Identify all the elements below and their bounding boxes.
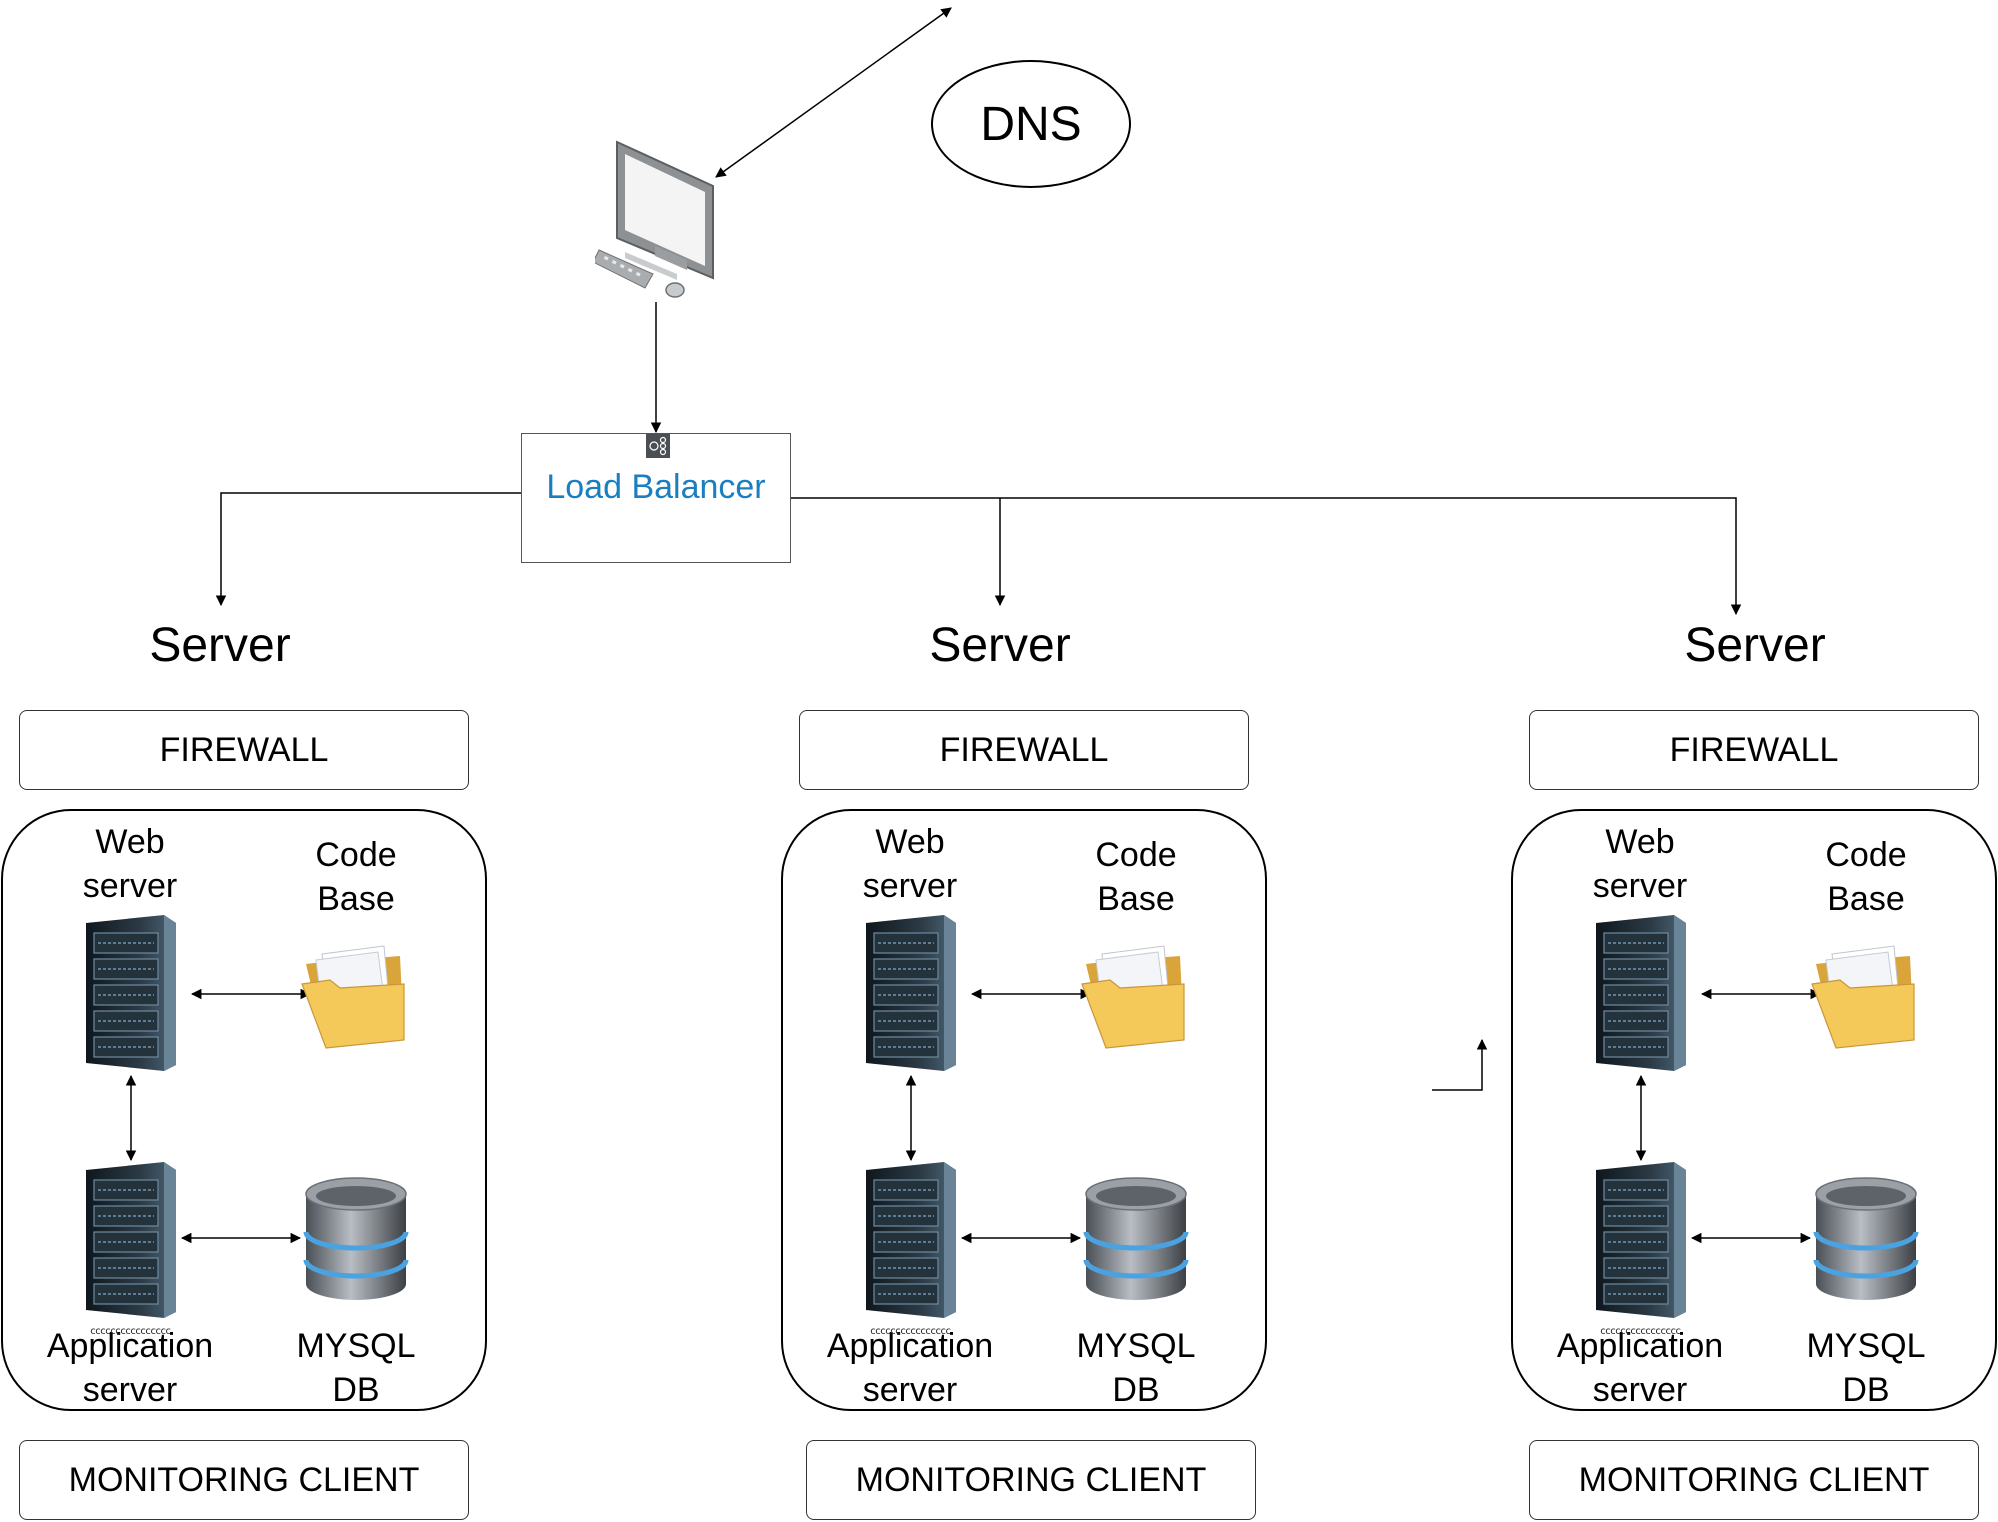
mysql-db-label-line1: MYSQL (1806, 1327, 1926, 1365)
app-server-label-line2: server (1592, 1371, 1688, 1409)
load-balancer-node[interactable]: Load Balancer (521, 433, 791, 563)
app-server-label-line1: Application (46, 1327, 214, 1365)
intra-server-connectors (125, 988, 312, 1244)
app-server-label-line2: server (82, 1371, 178, 1409)
app-server-tiny-text: cccccccccccccccc (869, 1326, 951, 1337)
web-server-label-line2: server (862, 867, 958, 905)
load-balancer-label: Load Balancer (546, 468, 766, 506)
web-server-rack-icon[interactable] (858, 913, 962, 1071)
code-base-label: Code Base (1036, 833, 1236, 921)
monitoring-client-label: MONITORING CLIENT (1578, 1460, 1930, 1499)
folder-icon[interactable] (1810, 940, 1922, 1050)
monitoring-client-box[interactable]: MONITORING CLIENT (806, 1440, 1256, 1520)
server-title: Server (1684, 619, 1826, 672)
code-base-label-line2: Base (1097, 880, 1175, 918)
mysql-db-label-line1: MYSQL (1076, 1327, 1196, 1365)
internet-connector (715, 7, 952, 178)
lb-to-server1-connector (215, 492, 521, 607)
code-base-label-line1: Code (1095, 836, 1177, 874)
firewall-label: FIREWALL (159, 730, 329, 769)
web-server-label-line1: Web (875, 823, 945, 861)
lb-to-server3-connector (791, 497, 1742, 616)
dns-node[interactable]: DNS (931, 60, 1131, 188)
code-base-label: Code Base (1766, 833, 1966, 921)
app-server-rack-icon[interactable] (858, 1160, 962, 1318)
database-icon[interactable] (1080, 1176, 1192, 1306)
firewall-box[interactable]: FIREWALL (1529, 710, 1979, 790)
web-server-label-line1: Web (95, 823, 165, 861)
dns-label: DNS (980, 97, 1082, 151)
monitoring-client-box[interactable]: MONITORING CLIENT (1529, 1440, 1979, 1520)
mysql-db-label-line2: DB (332, 1371, 380, 1409)
server-title: Server (149, 619, 291, 672)
code-base-label: Code Base (256, 833, 456, 921)
web-server-label-line1: Web (1605, 823, 1675, 861)
app-server-label: Application server (810, 1324, 1010, 1412)
web-server-label: Web server (30, 820, 230, 908)
app-server-rack-icon[interactable] (78, 1160, 182, 1318)
app-server-tiny-text: cccccccccccccccc (1599, 1326, 1681, 1337)
monitoring-client-box[interactable]: MONITORING CLIENT (19, 1440, 469, 1520)
web-server-rack-icon[interactable] (1588, 913, 1692, 1071)
firewall-label: FIREWALL (1669, 730, 1839, 769)
app-server-tiny-text: cccccccccccccccc (89, 1326, 171, 1337)
app-server-label-line2: server (862, 1371, 958, 1409)
monitoring-client-label: MONITORING CLIENT (855, 1460, 1207, 1499)
firewall-box[interactable]: FIREWALL (799, 710, 1249, 790)
intra-server-connectors (1635, 988, 1822, 1244)
database-icon[interactable] (300, 1176, 412, 1306)
monitoring-client-label: MONITORING CLIENT (68, 1460, 420, 1499)
server-group (781, 809, 1267, 1411)
app-server-label-line1: Application (826, 1327, 994, 1365)
mysql-db-label: MYSQL DB (1766, 1324, 1966, 1412)
mysql-db-label: MYSQL DB (256, 1324, 456, 1412)
mysql-db-label-line1: MYSQL (296, 1327, 416, 1365)
web-server-label-line2: server (82, 867, 178, 905)
mysql-db-label-line2: DB (1842, 1371, 1890, 1409)
code-base-label-line2: Base (317, 880, 395, 918)
folder-icon[interactable] (300, 940, 412, 1050)
web-server-rack-icon[interactable] (78, 913, 182, 1071)
server-title: Server (929, 619, 1071, 672)
app-server-label: Application server (1540, 1324, 1740, 1412)
firewall-box[interactable]: FIREWALL (19, 710, 469, 790)
intra-server-connectors (905, 988, 1092, 1244)
folder-icon[interactable] (1080, 940, 1192, 1050)
app-server-label: Application server (30, 1324, 230, 1412)
server-group (1, 809, 487, 1411)
firewall-label: FIREWALL (939, 730, 1109, 769)
code-base-label-line2: Base (1827, 880, 1905, 918)
desktop-computer-icon[interactable] (595, 138, 727, 304)
app-server-rack-icon[interactable] (1588, 1160, 1692, 1318)
load-balancer-icon (646, 434, 670, 458)
server-group (1511, 809, 1997, 1411)
web-server-label: Web server (810, 820, 1010, 908)
mysql-db-label: MYSQL DB (1036, 1324, 1236, 1412)
database-icon[interactable] (1810, 1176, 1922, 1306)
code-base-label-line1: Code (1825, 836, 1907, 874)
app-server-label-line1: Application (1556, 1327, 1724, 1365)
code-base-label-line1: Code (315, 836, 397, 874)
web-server-label: Web server (1540, 820, 1740, 908)
web-server-label-line2: server (1592, 867, 1688, 905)
stray-elbow-arrow (1432, 1038, 1488, 1091)
mysql-db-label-line2: DB (1112, 1371, 1160, 1409)
